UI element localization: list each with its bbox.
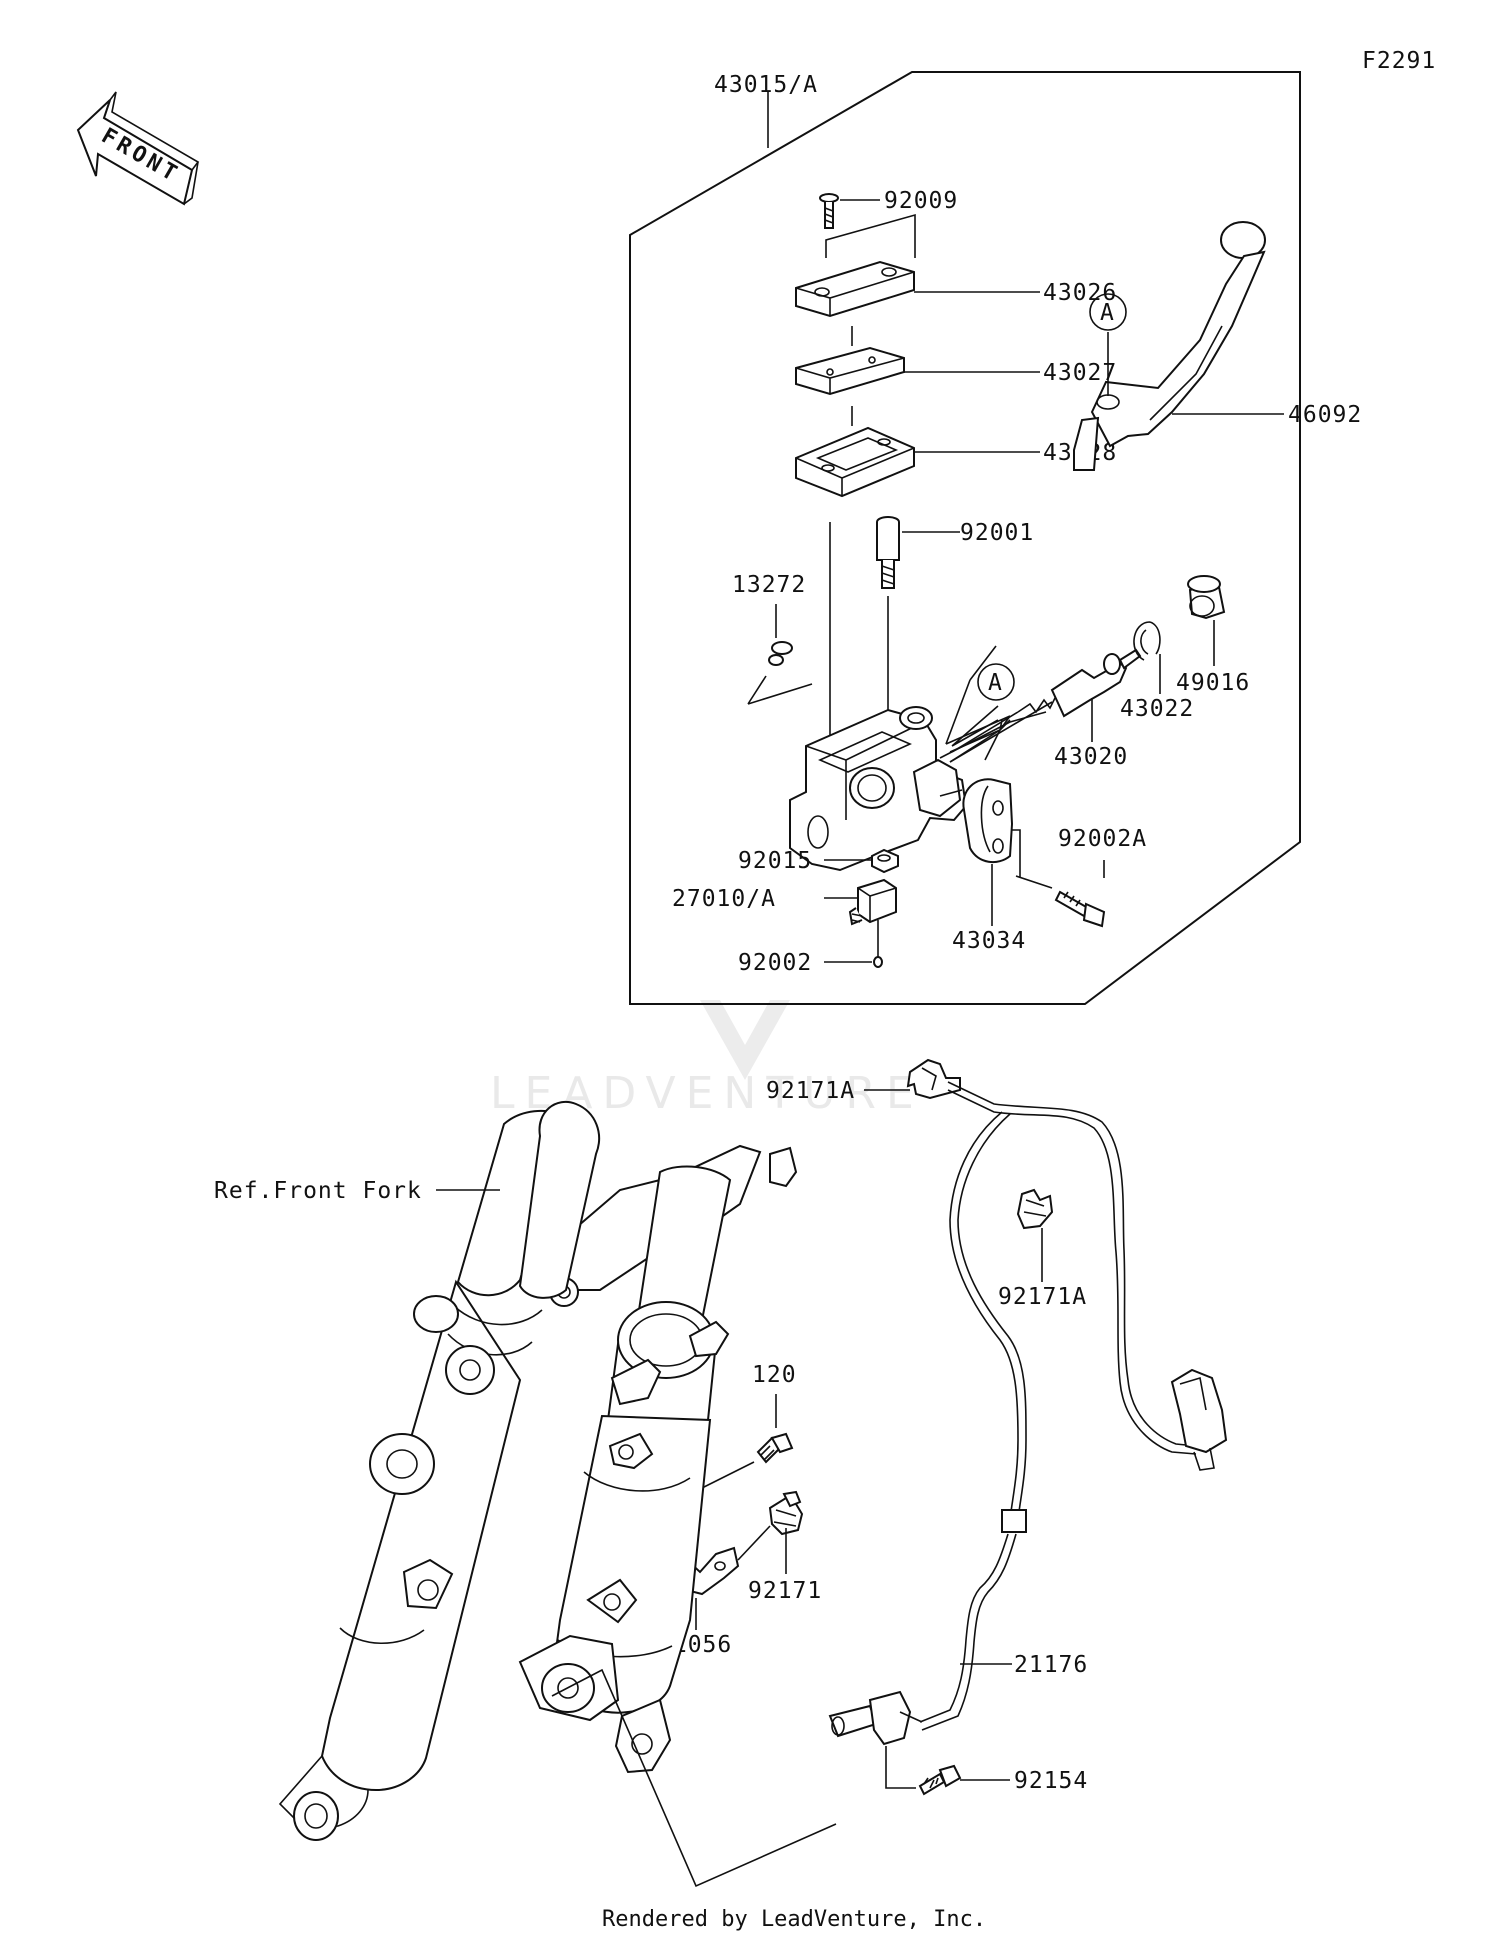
- callout-43015a: 43015/A: [714, 72, 818, 98]
- callout-43022: 43022: [1120, 696, 1194, 722]
- callout-43026: 43026: [1043, 280, 1117, 306]
- wiring-harness-icon: [919, 1081, 1228, 1731]
- bolt-92002a-icon: [1054, 890, 1106, 928]
- pivot-bolt-92001-icon: [876, 516, 900, 589]
- callout-92001: 92001: [960, 520, 1034, 546]
- callout-92171a-top: 92171A: [766, 1078, 855, 1104]
- callout-43020: 43020: [1054, 744, 1128, 770]
- clamp-92171a-mid-icon: [1016, 1188, 1054, 1230]
- callout-92002a: 92002A: [1058, 826, 1147, 852]
- watermark: LEADVENTURE: [490, 1000, 914, 1119]
- callout-27010a: 27010/A: [672, 886, 776, 912]
- callout-49016: 49016: [1176, 670, 1250, 696]
- callout-92009: 92009: [884, 188, 958, 214]
- callout-92154: 92154: [1014, 1768, 1088, 1794]
- callout-92015: 92015: [738, 848, 812, 874]
- reservoir-cap-43026-icon: [795, 260, 915, 318]
- master-cylinder-body-icon: [789, 706, 968, 872]
- callout-21176: 21176: [1014, 1652, 1088, 1678]
- bolt-120-icon: [756, 1432, 794, 1464]
- plate-43027-icon: [795, 346, 905, 396]
- screw-92002-icon: [873, 920, 883, 968]
- callout-43034: 43034: [952, 928, 1026, 954]
- clamp-92171a-top-icon: [906, 1058, 961, 1100]
- callout-92171: 92171: [748, 1578, 822, 1604]
- piston-43020-icon: [1017, 648, 1142, 718]
- front-arrow-icon: FRONT: [76, 91, 200, 206]
- footer-text: Rendered by LeadVenture, Inc.: [602, 1907, 986, 1932]
- figure-code: F2291: [1362, 48, 1436, 74]
- ref-marker-a-body-label: A: [988, 670, 1003, 696]
- cap-13272-icon: [768, 641, 793, 666]
- callout-13272: 13272: [732, 572, 806, 598]
- clamp-43034-icon: [962, 778, 1014, 864]
- callout-92171a-mid: 92171A: [998, 1284, 1087, 1310]
- screw-92009-icon: [819, 193, 839, 229]
- diaphragm-43028-icon: [795, 426, 915, 498]
- brake-lever-46092-icon: [1073, 221, 1266, 471]
- circlip-43022-icon: [1133, 621, 1161, 661]
- front-fork-icon: [278, 1101, 798, 1841]
- ref-front-fork-label: Ref.Front Fork: [214, 1178, 422, 1204]
- assembly-outline: [629, 71, 1301, 1005]
- bolt-92154-icon: [918, 1764, 962, 1796]
- brake-switch-27010a-icon: [848, 878, 897, 926]
- nut-92015-icon: [871, 848, 899, 874]
- boot-49016-icon: [1187, 575, 1226, 620]
- ref-marker-a-body: [977, 663, 1015, 701]
- callout-120: 120: [752, 1362, 797, 1388]
- callout-46092: 46092: [1288, 402, 1362, 428]
- callout-92002: 92002: [738, 950, 812, 976]
- ref-marker-a-top-label: A: [1100, 300, 1115, 326]
- callout-43027: 43027: [1043, 360, 1117, 386]
- clamp-92171-icon: [768, 1490, 804, 1536]
- ref-marker-a-top: [1089, 293, 1127, 331]
- speed-sensor-21176-icon: [828, 1690, 923, 1746]
